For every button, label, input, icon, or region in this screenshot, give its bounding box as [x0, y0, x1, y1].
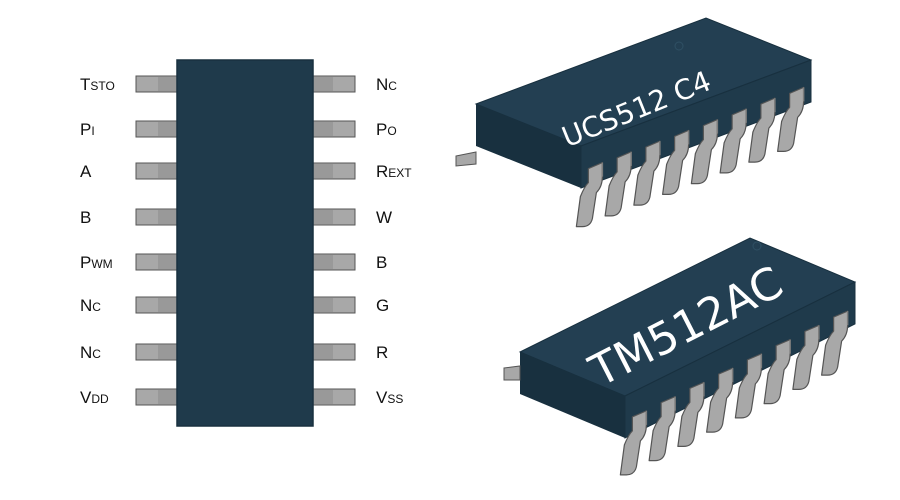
right-pin-6 [312, 296, 356, 314]
right-pin-label-5: B [376, 253, 387, 272]
right-pin-label-7: R [376, 343, 388, 362]
right-pin-4 [312, 208, 356, 226]
left-pin-label-3: A [80, 162, 92, 181]
chip-lead-6 [763, 339, 791, 405]
right-pin-column [312, 75, 356, 406]
pinout-diagram: TSTO PI A B PWM NC NC VDD NC PO REXT W B G R VSS [80, 59, 412, 427]
chip-lead-4 [706, 367, 734, 433]
chip-body-side [580, 59, 812, 189]
right-pin-7 [312, 343, 356, 361]
chip-near-pins [619, 310, 849, 476]
chip-body-front [476, 104, 581, 188]
left-pin-label-7: NC [80, 343, 101, 362]
chip-lead-5 [690, 119, 719, 185]
left-pin-column [135, 75, 179, 406]
chip-near-pins [575, 86, 805, 228]
left-pin-3 [135, 162, 179, 180]
left-pin-5 [135, 253, 179, 271]
chip-ucs512c4: UCS512 C4 [455, 17, 813, 228]
right-pin-label-4: W [376, 208, 392, 227]
right-pin-labels: NC PO REXT W B G R VSS [376, 75, 412, 407]
chip-end-tab [503, 365, 521, 381]
right-pin-8 [312, 388, 356, 406]
left-pin-1 [135, 75, 179, 93]
left-pin-7 [135, 343, 179, 361]
chip-body-side [624, 281, 856, 439]
right-pin-label-6: G [376, 296, 389, 315]
right-pin-label-2: PO [376, 120, 397, 139]
chip-tm512ac: TM512AC [503, 237, 857, 476]
left-pin-2 [135, 120, 179, 138]
chip-lead-8 [777, 86, 805, 152]
left-pin-4 [135, 208, 179, 226]
chip-lead-3 [633, 140, 661, 206]
chip-lead-1 [619, 410, 648, 476]
chip-end-tab [455, 151, 477, 167]
pin1-marker-dot [752, 241, 762, 251]
left-pin-label-6: NC [80, 296, 101, 315]
right-pin-1 [312, 75, 356, 93]
chip-lead-5 [734, 353, 763, 419]
right-pin-label-8: VSS [376, 388, 403, 407]
chip-lead-3 [677, 381, 705, 447]
chip-lead-2 [648, 396, 676, 462]
chip-lead-4 [662, 129, 690, 195]
chip-lead-2 [604, 151, 632, 217]
chip-lead-1 [575, 162, 604, 228]
left-pin-label-2: PI [80, 120, 95, 139]
right-pin-3 [312, 162, 356, 180]
left-pin-label-5: PWM [80, 253, 113, 272]
right-pin-2 [312, 120, 356, 138]
left-pin-8 [135, 388, 179, 406]
left-pin-label-1: TSTO [80, 75, 115, 94]
chip-lead-8 [821, 310, 849, 376]
pin1-marker-dot [674, 41, 684, 51]
left-pin-label-4: B [80, 208, 91, 227]
chip-body-front [520, 352, 625, 438]
chip-lead-7 [748, 97, 776, 163]
left-pin-label-8: VDD [80, 388, 109, 407]
left-pin-labels: TSTO PI A B PWM NC NC VDD [80, 75, 115, 407]
right-pin-label-1: NC [376, 75, 397, 94]
chip-lead-7 [792, 324, 820, 390]
chip-lead-6 [719, 108, 747, 174]
ic-body [176, 59, 314, 427]
right-pin-label-3: REXT [376, 162, 412, 181]
right-pin-5 [312, 253, 356, 271]
left-pin-6 [135, 296, 179, 314]
